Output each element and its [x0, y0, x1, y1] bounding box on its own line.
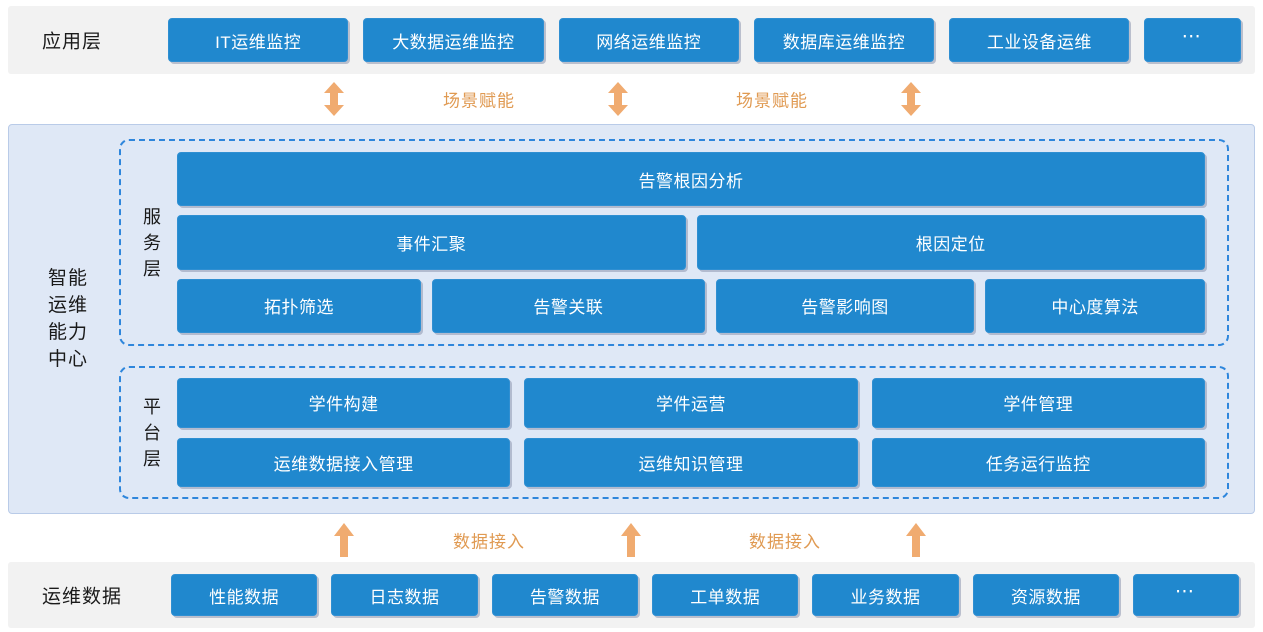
data-access-connector: 数据接入 数据接入	[8, 518, 1255, 562]
service-layer-group: 服务层 告警根因分析事件汇聚根因定位拓扑筛选告警关联告警影响图中心度算法	[119, 139, 1229, 346]
ops-data-layer-band: 运维数据 性能数据日志数据告警数据工单数据业务数据资源数据 ⋯	[8, 562, 1255, 628]
application-item-1[interactable]: IT运维监控	[168, 18, 349, 62]
scene-enable-arrow-2	[607, 82, 629, 116]
platform-layer-label: 平台层	[143, 396, 161, 469]
ops-data-item-2[interactable]: 日志数据	[331, 574, 478, 616]
data-access-arrow-3	[905, 523, 927, 557]
ops-data-item-5[interactable]: 业务数据	[812, 574, 959, 616]
ops-data-item-6[interactable]: 资源数据	[972, 574, 1120, 616]
ops-data-layer-items: 性能数据日志数据告警数据工单数据业务数据资源数据 ⋯	[171, 574, 1239, 616]
scene-enable-arrow-1	[323, 82, 345, 116]
platform-item-2-1[interactable]: 运维数据接入管理	[177, 437, 511, 487]
application-item-4[interactable]: 数据库运维监控	[753, 18, 935, 62]
service-row-2: 事件汇聚根因定位	[177, 215, 1205, 270]
platform-item-2-2[interactable]: 运维知识管理	[524, 437, 858, 487]
scene-enablement-connector: 场景赋能 场景赋能	[8, 76, 1255, 122]
scene-enable-arrow-3	[900, 82, 922, 116]
data-access-label-2: 数据接入	[749, 532, 821, 552]
service-row-3: 拓扑筛选告警关联告警影响图中心度算法	[177, 278, 1205, 333]
application-layer-band: 应用层 IT运维监控大数据运维监控网络运维监控数据库运维监控工业设备运维 ⋯	[8, 6, 1255, 74]
service-item-3-2[interactable]: 告警关联	[431, 278, 705, 333]
platform-row-1: 学件构建学件运营学件管理	[177, 378, 1205, 428]
application-layer-label: 应用层	[42, 31, 103, 53]
ops-data-item-7[interactable]: ⋯	[1133, 574, 1239, 616]
platform-item-1-2[interactable]: 学件运营	[524, 378, 858, 428]
service-item-3-3[interactable]: 告警影响图	[715, 278, 975, 333]
service-item-3-1[interactable]: 拓扑筛选	[177, 278, 421, 333]
data-access-arrow-1	[333, 523, 355, 557]
service-item-1-1[interactable]: 告警根因分析	[177, 152, 1205, 207]
ops-data-item-3[interactable]: 告警数据	[491, 574, 639, 616]
service-item-2-2[interactable]: 根因定位	[696, 215, 1205, 270]
service-row-1: 告警根因分析	[177, 152, 1205, 207]
application-item-2[interactable]: 大数据运维监控	[363, 18, 544, 62]
platform-item-2-3[interactable]: 任务运行监控	[871, 437, 1205, 487]
ops-data-item-1[interactable]: 性能数据	[171, 574, 318, 616]
platform-item-1-3[interactable]: 学件管理	[871, 378, 1205, 428]
service-item-3-4[interactable]: 中心度算法	[985, 278, 1205, 333]
ops-data-layer-label: 运维数据	[42, 586, 123, 608]
data-access-arrow-2	[620, 523, 642, 557]
scene-enable-label-2: 场景赋能	[736, 91, 808, 111]
intelligent-ops-capability-center: 智能运维能力中心 服务层 告警根因分析事件汇聚根因定位拓扑筛选告警关联告警影响图…	[8, 124, 1255, 514]
platform-layer-group: 平台层 学件构建学件运营学件管理运维数据接入管理运维知识管理任务运行监控	[119, 366, 1229, 499]
scene-enable-label-1: 场景赋能	[443, 91, 515, 111]
service-layer-rows: 告警根因分析事件汇聚根因定位拓扑筛选告警关联告警影响图中心度算法	[177, 152, 1205, 333]
application-layer-items: IT运维监控大数据运维监控网络运维监控数据库运维监控工业设备运维 ⋯	[168, 18, 1241, 62]
data-access-label-1: 数据接入	[453, 532, 525, 552]
application-item-3[interactable]: 网络运维监控	[558, 18, 739, 62]
application-item-5[interactable]: 工业设备运维	[949, 18, 1130, 62]
service-item-2-1[interactable]: 事件汇聚	[177, 215, 686, 270]
ops-data-item-4[interactable]: 工单数据	[652, 574, 799, 616]
application-item-6[interactable]: ⋯	[1144, 18, 1241, 62]
platform-item-1-1[interactable]: 学件构建	[177, 378, 511, 428]
capability-center-label: 智能运维能力中心	[47, 268, 88, 370]
platform-layer-rows: 学件构建学件运营学件管理运维数据接入管理运维知识管理任务运行监控	[177, 378, 1205, 487]
service-layer-label: 服务层	[143, 206, 161, 279]
platform-row-2: 运维数据接入管理运维知识管理任务运行监控	[177, 437, 1205, 487]
